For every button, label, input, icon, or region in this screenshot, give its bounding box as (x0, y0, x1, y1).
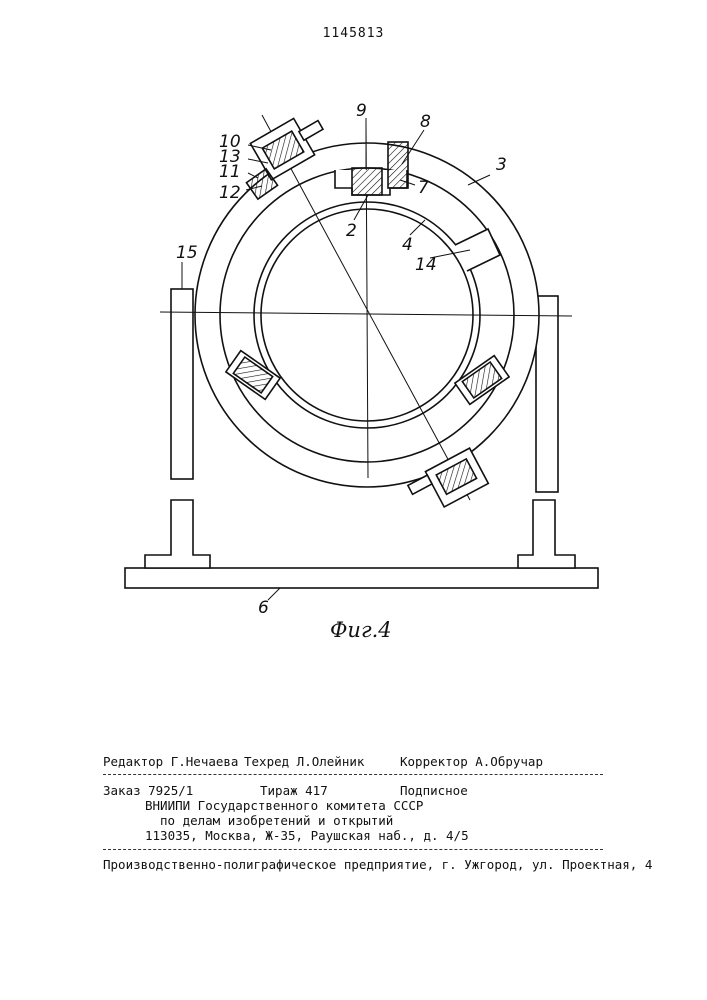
label-3: 3 (496, 155, 507, 175)
right-support-foot (518, 500, 575, 568)
footer-org-2: по делам изобретений и открытий (160, 813, 393, 828)
footer-order: Заказ 7925/1 (103, 783, 193, 798)
label-7: 7 (418, 178, 429, 198)
technical-drawing: 10 13 11 12 9 8 7 3 2 4 14 15 6 Фиг.4 (0, 0, 707, 700)
footer-divider-bottom (103, 849, 603, 850)
label-6: 6 (258, 598, 269, 618)
label-2: 2 (346, 221, 357, 241)
key-2 (352, 168, 382, 195)
wedge-8 (388, 142, 408, 188)
footer-techred: Техред Л.Олейник (244, 754, 364, 769)
footer-printer: Производственно-полиграфическое предприя… (103, 857, 652, 872)
footer-corrector: Корректор А.Обручар (400, 754, 543, 769)
left-support-foot (145, 500, 210, 568)
label-9: 9 (356, 101, 367, 121)
label-15: 15 (176, 243, 198, 263)
footer-circulation: Тираж 417 (260, 783, 328, 798)
label-14: 14 (415, 255, 437, 275)
label-4: 4 (402, 235, 413, 255)
label-8: 8 (420, 112, 431, 132)
footer-subscription: Подписное (400, 783, 468, 798)
label-12: 12 (219, 183, 241, 203)
base-plate (125, 568, 598, 588)
label-11: 11 (219, 162, 241, 182)
left-support (171, 289, 193, 479)
footer-org-1: ВНИИПИ Государственного комитета СССР (145, 798, 423, 813)
footer-address: 113035, Москва, Ж-35, Раушская наб., д. … (145, 828, 469, 843)
figure-caption: Фиг.4 (330, 618, 392, 642)
footer-editor: Редактор Г.Нечаева (103, 754, 238, 769)
footer-divider-top (103, 774, 603, 775)
